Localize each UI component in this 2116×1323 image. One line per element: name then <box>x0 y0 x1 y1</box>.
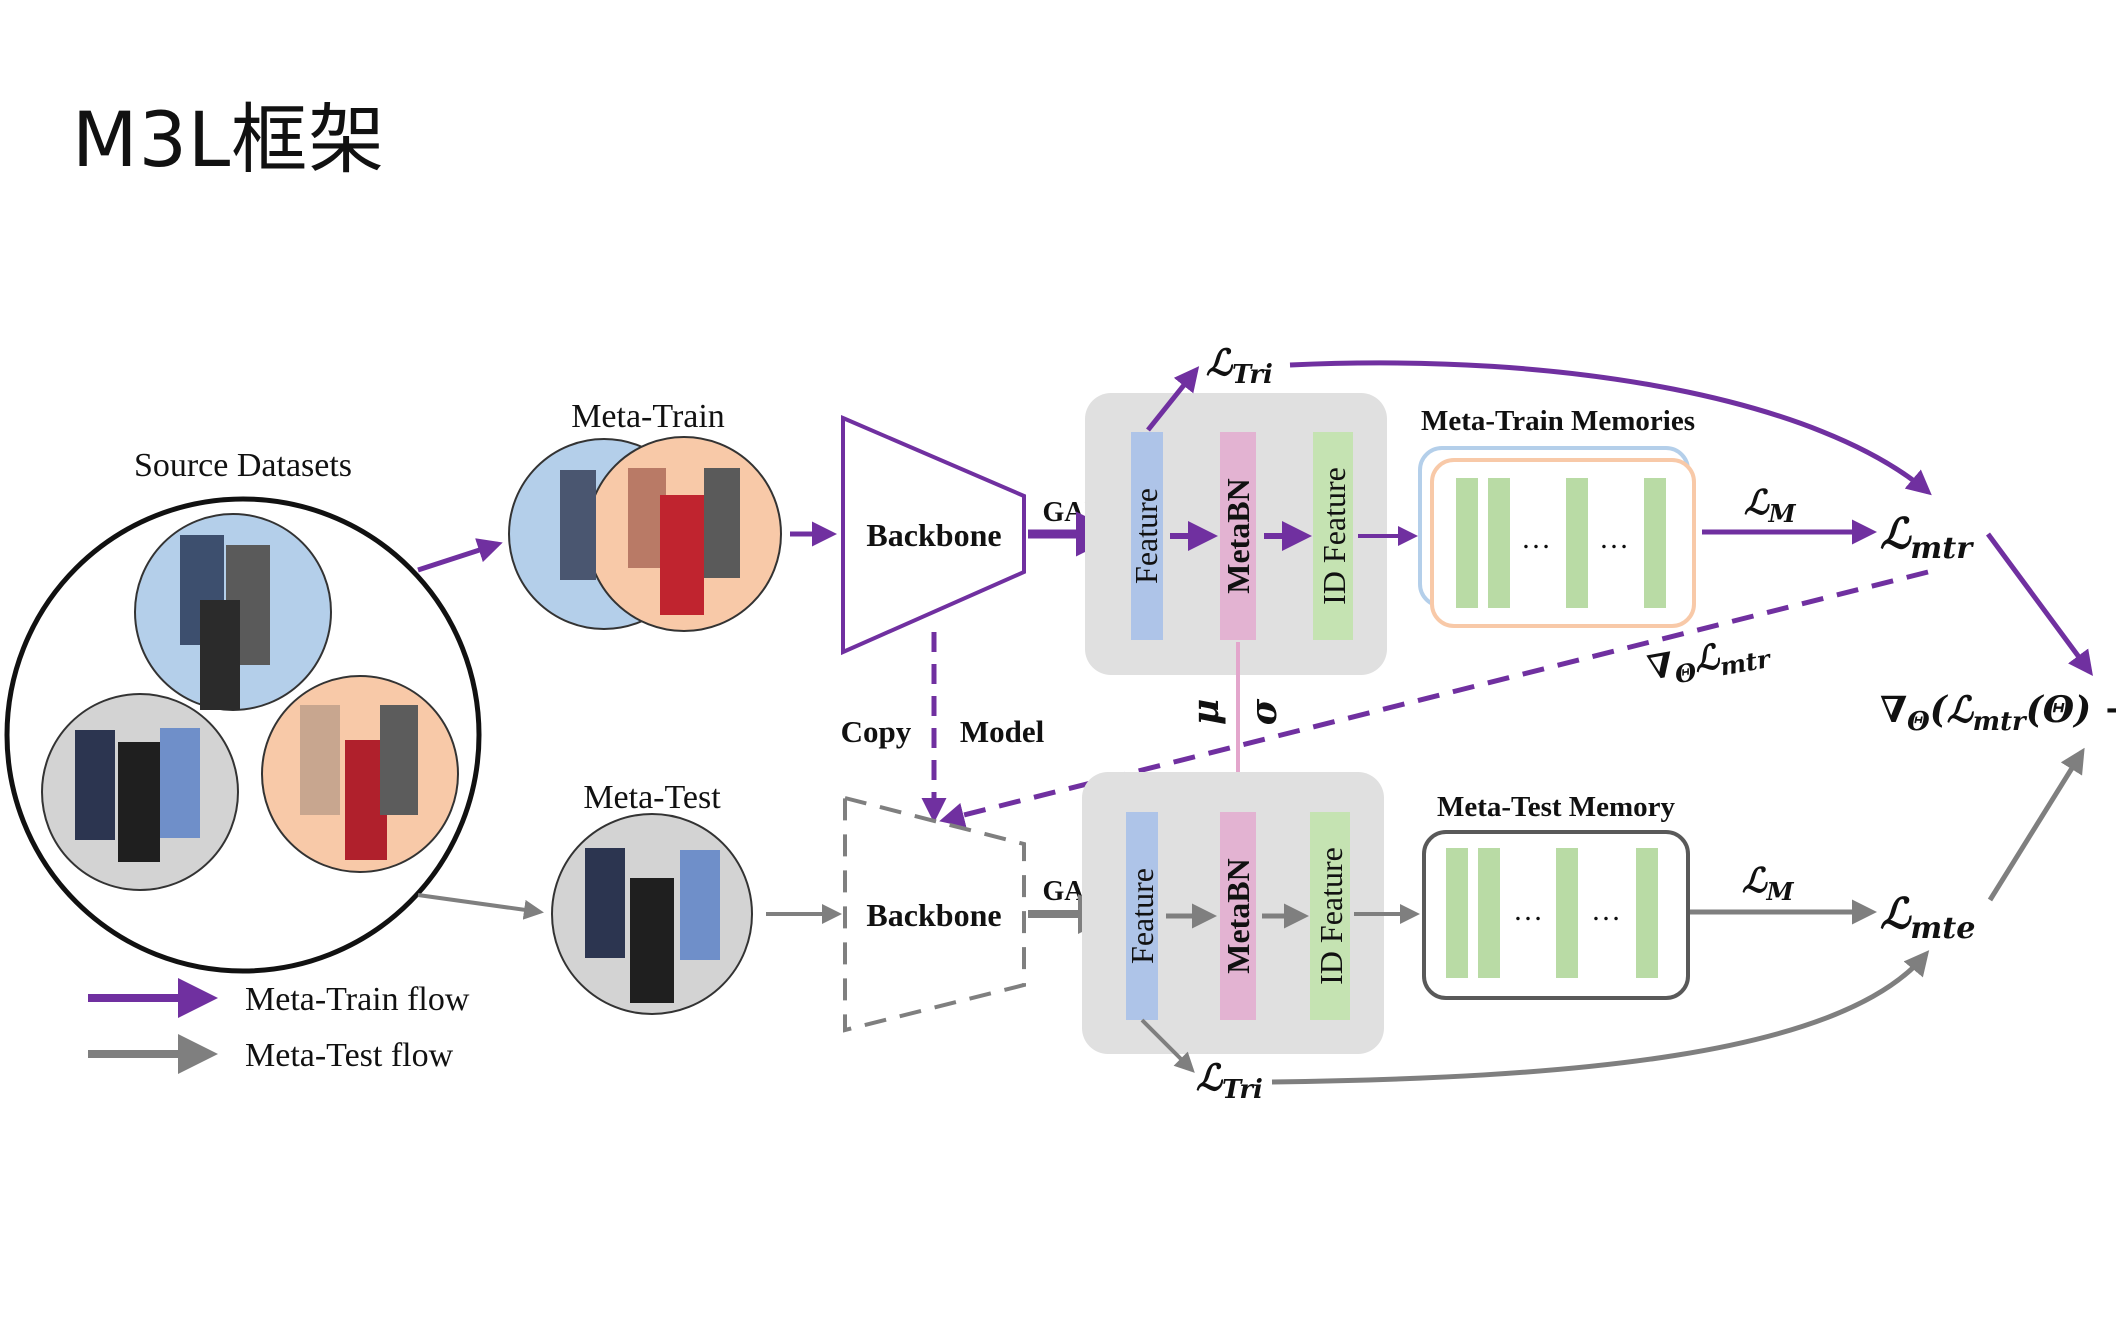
loss-mtr: ℒmtr <box>1880 509 1974 566</box>
feature-to-tri-top-arrow <box>1146 366 1200 432</box>
lmtr-to-final-arrow <box>1985 532 2093 677</box>
id-feature-bottom-bar <box>1310 812 1350 1020</box>
source-to-meta-train-arrow <box>417 538 503 573</box>
backbone-bottom-label: Backbone <box>866 897 1001 933</box>
backbone-bottom <box>843 795 1026 1033</box>
loss-m-top: ℒM <box>1744 483 1797 528</box>
meta-test-thumbnails <box>585 848 720 1003</box>
loss-tri-bottom: ℒTri <box>1196 1057 1263 1105</box>
metabn-top-label: MetaBN <box>1220 478 1256 594</box>
loss-mte: ℒmte <box>1880 889 1975 946</box>
feature-top-label: Feature <box>1128 488 1164 584</box>
feature-bottom-label: Feature <box>1124 868 1160 964</box>
loss-m-bottom: ℒM <box>1742 861 1795 906</box>
meta-test-memory-slots <box>1446 848 1658 978</box>
loss-tri-top: ℒTri <box>1206 342 1273 390</box>
final-objective: ∇Θ(ℒmtr(Θ) + <box>1880 689 2116 737</box>
meta-train-memories-label: Meta-Train Memories <box>1421 405 1695 437</box>
mu-label: μ <box>1185 699 1227 725</box>
metabn-top-bar <box>1220 432 1256 640</box>
lmte-to-final-arrow <box>1987 747 2085 902</box>
feature-top-bar <box>1131 432 1163 640</box>
id-feature-top-bar <box>1313 432 1353 640</box>
metabn-bottom-bar <box>1220 812 1256 1020</box>
legend-meta-train-label: Meta-Train flow <box>245 981 470 1018</box>
sigma-label: σ <box>1243 698 1285 725</box>
feature-bottom-bar <box>1126 812 1158 1020</box>
tri-top-to-lmtr-arrow <box>1289 360 1932 496</box>
id-feature-bottom-label: ID Feature <box>1313 847 1349 985</box>
meta-test-memory-label: Meta-Test Memory <box>1437 791 1676 823</box>
backbone-top <box>841 414 1026 656</box>
memory-top-ellipsis-2: … <box>1599 522 1629 555</box>
backbone-top-label: Backbone <box>866 517 1001 553</box>
memory-bottom-ellipsis-1: … <box>1513 894 1543 927</box>
memory-bottom-ellipsis-2: … <box>1591 894 1621 927</box>
source-datasets-label: Source Datasets <box>134 447 352 484</box>
meta-test-label: Meta-Test <box>583 779 721 816</box>
legend-meta-test-label: Meta-Test flow <box>245 1037 454 1074</box>
meta-train-label: Meta-Train <box>571 398 725 435</box>
copy-label: Copy <box>841 714 912 749</box>
tri-bottom-to-lmte-arrow <box>1271 950 1930 1085</box>
feature-to-tri-bottom-arrow <box>1140 1018 1195 1073</box>
metabn-bottom-label: MetaBN <box>1220 858 1256 974</box>
meta-train-thumbnails <box>560 468 740 615</box>
model-label: Model <box>960 714 1045 749</box>
source-to-meta-test-arrow <box>417 893 544 920</box>
pedestrian-thumbnails <box>75 535 418 862</box>
slide-title: M3L框架 <box>72 95 386 184</box>
meta-train-memory-slots <box>1456 478 1666 608</box>
memory-top-ellipsis-1: … <box>1521 522 1551 555</box>
id-feature-top-label: ID Feature <box>1316 467 1352 605</box>
